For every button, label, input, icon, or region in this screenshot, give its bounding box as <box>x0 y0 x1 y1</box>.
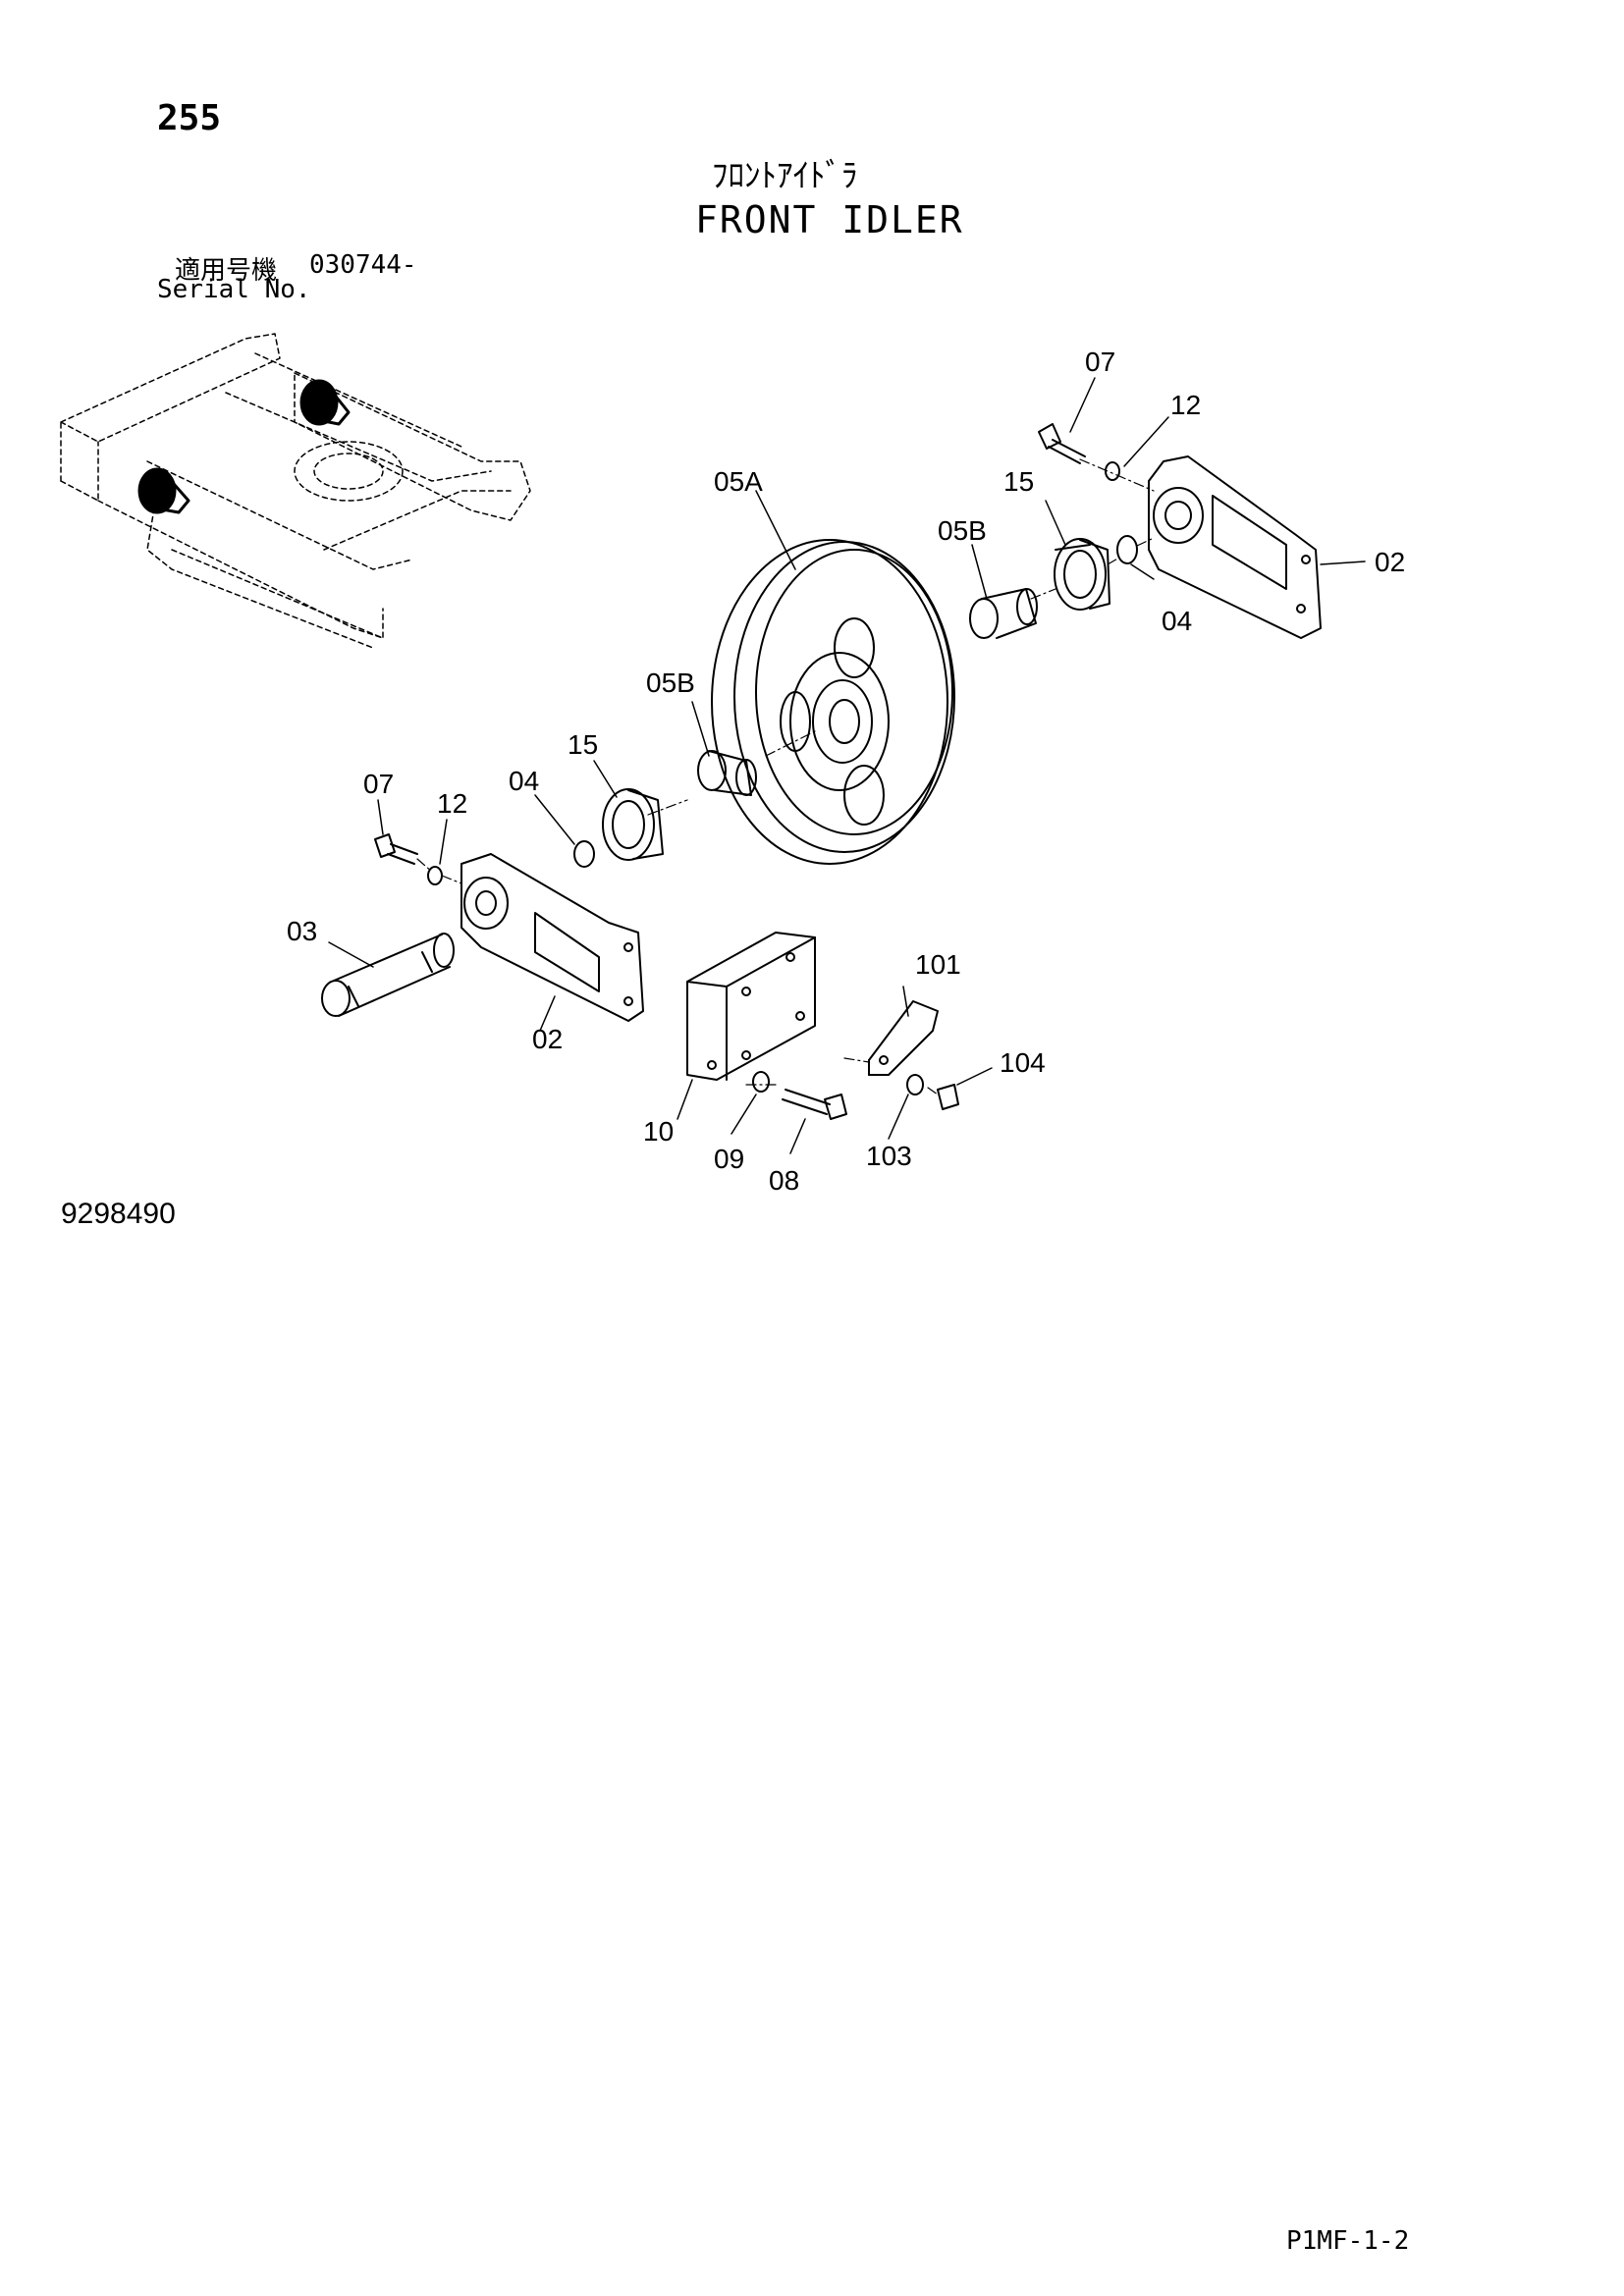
callout-07-top: 07 <box>1085 347 1115 377</box>
assembly-center-lines <box>416 458 1155 1095</box>
part-07-bolt-left <box>374 833 418 865</box>
callout-02-right: 02 <box>1375 547 1405 577</box>
part-02-bracket-left <box>460 853 644 1022</box>
callout-02-left: 02 <box>532 1024 563 1054</box>
callout-15-left: 15 <box>568 729 598 760</box>
part-05A-idler-wheel <box>711 539 955 865</box>
callout-09: 09 <box>714 1144 744 1174</box>
part-03-pin <box>321 933 455 1017</box>
serial-label-japanese: 適用号機 <box>175 256 278 286</box>
callout-05B-top: 05B <box>938 515 987 546</box>
part-09-washer <box>752 1071 770 1093</box>
callout-103: 103 <box>866 1141 912 1171</box>
part-08-bolt <box>782 1089 847 1120</box>
part-104-bolt <box>937 1084 959 1110</box>
callout-15-top: 15 <box>1003 466 1034 497</box>
callout-10: 10 <box>643 1116 674 1147</box>
callout-104: 104 <box>1000 1047 1046 1078</box>
part-05B-bushing-left <box>697 750 757 796</box>
part-101-bracket <box>868 1000 939 1076</box>
serial-label-english: Serial No. <box>157 275 311 304</box>
callout-leader-lines <box>328 377 1366 1154</box>
part-10-plate <box>686 932 816 1081</box>
diagram-number: 9298490 <box>61 1198 176 1230</box>
callout-05A: 05A <box>714 466 763 497</box>
overview-idler-icon-upper <box>299 379 351 426</box>
callout-04-right: 04 <box>1162 606 1192 636</box>
overview-idler-icon-lower <box>137 467 190 514</box>
part-04-oring-left <box>573 840 595 868</box>
callout-07-left: 07 <box>363 769 394 799</box>
callout-03: 03 <box>287 916 317 946</box>
part-12-washer-top <box>1105 461 1120 481</box>
serial-number: 030744- <box>309 250 417 280</box>
callout-12-left: 12 <box>437 788 467 819</box>
callout-05B-left: 05B <box>646 667 695 698</box>
callout-12-top: 12 <box>1170 390 1201 420</box>
title-japanese: ﾌﾛﾝﾄｱｲﾄﾞﾗ <box>712 156 858 194</box>
callout-04-left: 04 <box>509 766 539 796</box>
callout-101: 101 <box>915 949 961 980</box>
page-code: P1MF-1-2 <box>1286 2226 1410 2256</box>
part-15-seal-left <box>602 788 664 861</box>
part-12-washer-left <box>427 866 443 885</box>
part-07-bolt-top <box>1038 423 1086 464</box>
part-15-seal-top <box>1054 538 1110 611</box>
exploded-parts-diagram: 07 12 15 05A 05B 02 04 05B 15 04 07 12 0… <box>60 333 1405 1196</box>
part-04-oring-right <box>1116 535 1138 564</box>
part-02-bracket-right <box>1148 455 1322 639</box>
callout-labels: 07 12 15 05A 05B 02 04 05B 15 04 07 12 0… <box>287 347 1405 1196</box>
callout-08: 08 <box>769 1165 799 1196</box>
title-english: FRONT IDLER <box>695 198 964 241</box>
page-number: 255 <box>157 98 222 138</box>
undercarriage-overview <box>60 333 531 649</box>
part-05B-bushing-top <box>969 588 1038 639</box>
part-103-washer <box>906 1074 924 1095</box>
